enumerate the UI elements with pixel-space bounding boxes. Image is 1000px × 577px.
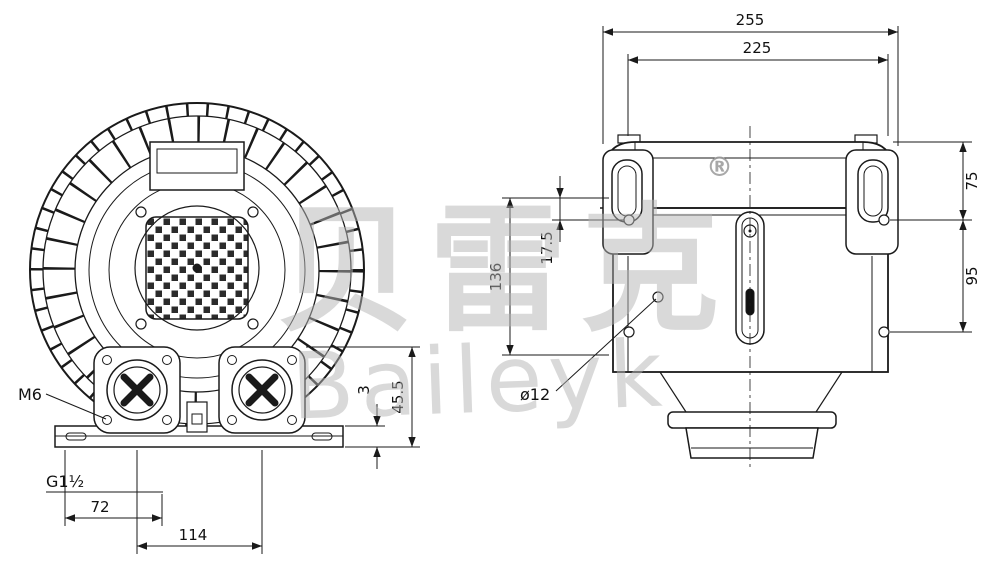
dim-114: 114 [179, 526, 208, 544]
watermark-cjk-text: 贝雷克 [277, 190, 733, 351]
dim-136: 136 [487, 263, 505, 292]
dim-72: 72 [90, 498, 109, 516]
label-hole-diameter: ø12 [520, 385, 550, 404]
watermark-latin-text: Baileyk [289, 320, 669, 440]
port-left [93, 346, 181, 434]
front-view-grille [134, 205, 260, 331]
side-dimensions [502, 26, 972, 392]
dim-225: 225 [743, 39, 772, 57]
dim-95: 95 [963, 266, 981, 285]
dim-75: 75 [963, 171, 981, 190]
dim-45-5: 45.5 [389, 380, 407, 413]
dim-17-5: 17.5 [538, 231, 556, 264]
registered-trademark-symbol: ® [706, 152, 733, 183]
label-bolt-thread: M6 [18, 385, 42, 404]
port-right [218, 346, 306, 434]
front-view-ports [93, 346, 306, 434]
front-dimensions [45, 346, 420, 554]
dim-255: 255 [736, 11, 765, 29]
label-port-thread: G1½ [46, 472, 84, 491]
watermark: 贝雷克 Baileyk ® [277, 152, 733, 441]
side-view-body [600, 126, 899, 470]
dim-3: 3 [355, 385, 373, 395]
front-view-housing [29, 102, 365, 438]
